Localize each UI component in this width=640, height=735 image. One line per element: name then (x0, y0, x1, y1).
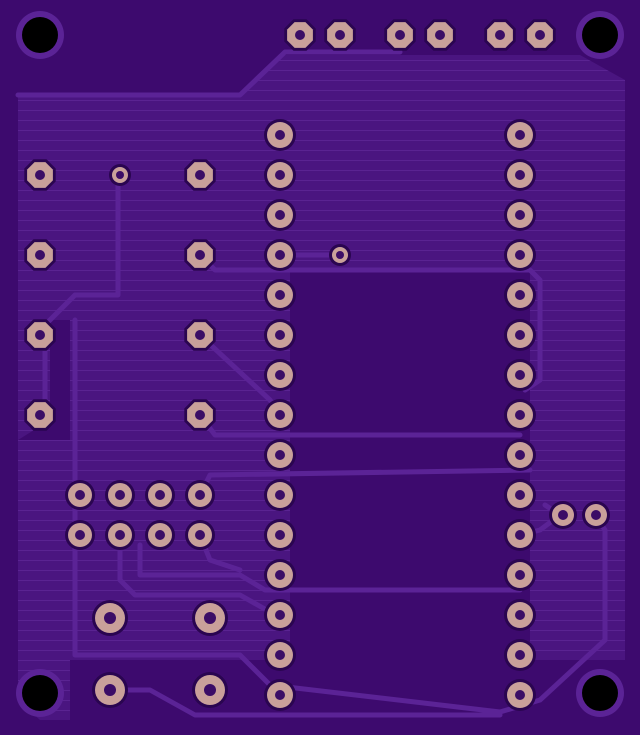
via-drill (116, 171, 124, 179)
side-pin-drill (558, 510, 568, 520)
ic-pin-right-drill (515, 530, 525, 540)
ic-pin-left-drill (275, 210, 285, 220)
ic-pin-left-drill (275, 410, 285, 420)
header-pin-drill (395, 30, 405, 40)
header-2x4-pin-drill (75, 490, 85, 500)
ic-pin-left-drill (275, 170, 285, 180)
ic-pin-right-drill (515, 370, 525, 380)
ic-pin-left-drill (275, 490, 285, 500)
mount-hole (582, 17, 618, 53)
ic-pin-left-drill (275, 450, 285, 460)
header-2x4-pin-drill (115, 490, 125, 500)
mount-hole (22, 17, 58, 53)
mid-pad-drill (195, 410, 205, 420)
ic-pin-right-drill (515, 130, 525, 140)
ic-pin-left-drill (275, 650, 285, 660)
ic-pin-right-drill (515, 450, 525, 460)
header-pin-drill (535, 30, 545, 40)
header-pin-drill (295, 30, 305, 40)
mount-holes (16, 11, 624, 717)
ic-pin-right-drill (515, 250, 525, 260)
via-drill (336, 251, 344, 259)
ic-pin-left-drill (275, 530, 285, 540)
ic-pin-right-drill (515, 570, 525, 580)
ic-pin-right-drill (515, 490, 525, 500)
mid-pad-drill (195, 250, 205, 260)
left-pad-drill (35, 410, 45, 420)
ic-pin-left-drill (275, 610, 285, 620)
ic-pin-right-drill (515, 650, 525, 660)
ic-pin-left-drill (275, 250, 285, 260)
header-2x4-pin-drill (75, 530, 85, 540)
ic-pin-right-drill (515, 330, 525, 340)
ic-pin-left-drill (275, 690, 285, 700)
left-pad-drill (35, 170, 45, 180)
mid-pad-drill (195, 170, 205, 180)
left-pad-drill (35, 330, 45, 340)
header-2x4-pin-drill (195, 490, 205, 500)
component-pad-drill (104, 684, 116, 696)
side-pin-drill (591, 510, 601, 520)
header-2x4-pin-drill (155, 490, 165, 500)
component-pad-drill (104, 612, 116, 624)
mount-hole (582, 675, 618, 711)
mid-pad-drill (195, 330, 205, 340)
left-pad-drill (35, 250, 45, 260)
header-pin-drill (495, 30, 505, 40)
ic-pin-left-drill (275, 130, 285, 140)
ic-pin-right-drill (515, 210, 525, 220)
pads (24, 19, 610, 711)
component-pad-drill (204, 612, 216, 624)
ic-pin-left-drill (275, 290, 285, 300)
ic-pin-left-drill (275, 570, 285, 580)
ic-pin-right-drill (515, 610, 525, 620)
header-2x4-pin-drill (115, 530, 125, 540)
mount-hole (22, 675, 58, 711)
header-pin-drill (435, 30, 445, 40)
ic-pin-right-drill (515, 690, 525, 700)
ic-pin-right-drill (515, 290, 525, 300)
component-pad-drill (204, 684, 216, 696)
header-pin-drill (335, 30, 345, 40)
header-2x4-pin-drill (195, 530, 205, 540)
ic-pin-left-drill (275, 370, 285, 380)
ic-pin-right-drill (515, 410, 525, 420)
header-2x4-pin-drill (155, 530, 165, 540)
ic-pin-right-drill (515, 170, 525, 180)
ic-pin-left-drill (275, 330, 285, 340)
